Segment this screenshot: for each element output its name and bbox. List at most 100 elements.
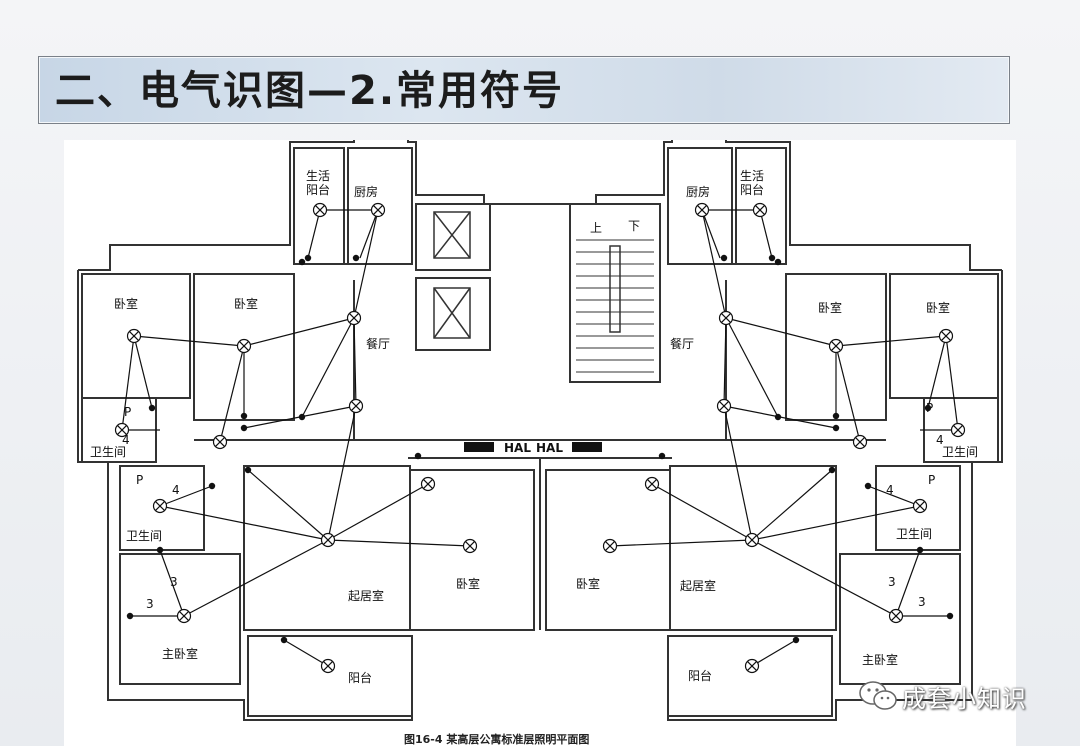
label-stair-up: 上 xyxy=(590,221,602,235)
switch-dot xyxy=(244,466,252,474)
core xyxy=(408,203,672,630)
lighting-floor-plan: 卧室 卧室 餐厅 厨房 生活 阳台 卫生间 卫生间 主卧室 起居室 阳台 卧室 … xyxy=(77,140,1003,721)
label-service-balcony-left-1: 生活 xyxy=(306,169,330,183)
lamp-symbol xyxy=(320,658,336,674)
bedroom-2-wall xyxy=(193,273,295,421)
switch-dot xyxy=(924,404,932,412)
switch-dot xyxy=(148,404,156,412)
floor-plan-frame: 卧室 卧室 餐厅 厨房 生活 阳台 卫生间 卫生间 主卧室 起居室 阳台 卧室 … xyxy=(64,140,1016,746)
lamp-symbol xyxy=(744,532,760,548)
lamp-symbol xyxy=(602,538,618,554)
switch-dot xyxy=(916,546,924,554)
label-bedroom-4: 卧室 xyxy=(926,300,950,315)
label-panel-right-top: P xyxy=(926,401,933,415)
label-bathroom-right-top: 卫生间 xyxy=(942,445,978,459)
lamp-symbol xyxy=(348,398,364,414)
label-living-left: 起居室 xyxy=(348,588,384,603)
switch-dot xyxy=(156,546,164,554)
label-wires-4-d: 4 xyxy=(936,433,944,447)
label-balcony-right: 阳台 xyxy=(688,668,712,683)
bedroom-mid-left-wall xyxy=(409,469,535,631)
label-dining-left: 餐厅 xyxy=(366,336,390,351)
label-panel-right-mid: P xyxy=(928,473,935,487)
lamp-symbol xyxy=(718,310,734,326)
lamp-symbol xyxy=(176,608,192,624)
switch-dot xyxy=(720,254,728,262)
title-banner: 二、电气识图—2.常用符号 xyxy=(38,56,1010,124)
wechat-icon xyxy=(859,681,897,710)
living-left-wall xyxy=(243,465,411,631)
label-master-bedroom-left: 主卧室 xyxy=(162,646,198,661)
lamp-symbol xyxy=(212,434,228,450)
switch-dot xyxy=(240,412,248,420)
lamp-symbol xyxy=(644,476,660,492)
lamp-symbol xyxy=(888,608,904,624)
lamp-symbol xyxy=(912,498,928,514)
label-wires-3-d: 3 xyxy=(918,595,926,609)
label-service-balcony-left-2: 阳台 xyxy=(306,182,330,197)
label-bedroom-2: 卧室 xyxy=(234,296,258,311)
outer-wall-left xyxy=(78,140,584,271)
switch-dot xyxy=(352,254,360,262)
lamp-symbol xyxy=(828,338,844,354)
lamps-right xyxy=(602,202,966,674)
lamp-symbol xyxy=(852,434,868,450)
label-panel-left-mid: P xyxy=(136,473,143,487)
label-service-balcony-right-1: 生活 xyxy=(740,169,764,183)
label-wires-4-a: 4 xyxy=(122,433,130,447)
switch-dot xyxy=(208,482,216,490)
label-living-right: 起居室 xyxy=(680,578,716,593)
lamp-symbol xyxy=(462,538,478,554)
label-wires-3-a: 3 xyxy=(170,575,178,589)
lamp-symbol xyxy=(320,532,336,548)
lamp-symbol xyxy=(716,398,732,414)
label-hal-left: HAL xyxy=(504,441,531,455)
switch-dot xyxy=(832,424,840,432)
label-stair-down: 下 xyxy=(628,219,640,233)
switch-dot xyxy=(828,466,836,474)
label-kitchen-right: 厨房 xyxy=(686,184,710,199)
label-bedroom-3: 卧室 xyxy=(818,300,842,315)
switch-dot xyxy=(774,258,782,266)
label-wires-4-c: 4 xyxy=(886,483,894,497)
wiring-left xyxy=(121,209,471,667)
label-dining-right: 餐厅 xyxy=(670,336,694,351)
switch-dot xyxy=(280,636,288,644)
label-bedroom-1: 卧室 xyxy=(114,296,138,311)
walls-left xyxy=(77,140,584,721)
hal-box-right xyxy=(572,442,602,452)
switch-dot xyxy=(946,612,954,620)
label-bathroom-right-mid: 卫生间 xyxy=(896,527,932,541)
lamp-symbol xyxy=(744,658,760,674)
label-wires-4-b: 4 xyxy=(172,483,180,497)
lamp-symbol xyxy=(126,328,142,344)
elevator-shaft-1 xyxy=(415,203,491,271)
hal-box-left xyxy=(464,442,494,452)
elevator-shaft-2 xyxy=(415,277,491,351)
switch-dot xyxy=(864,482,872,490)
lamp-symbol xyxy=(312,202,328,218)
label-master-bedroom-right: 主卧室 xyxy=(862,652,898,667)
label-bedroom-mid-right: 卧室 xyxy=(576,576,600,591)
slide-title: 二、电气识图—2.常用符号 xyxy=(55,68,565,114)
lamp-symbol xyxy=(950,422,966,438)
label-wires-3-c: 3 xyxy=(888,575,896,589)
label-panel-left-top: P xyxy=(124,405,131,419)
watermark-text: 成套小知识 xyxy=(902,684,1027,713)
master-bed-wall xyxy=(119,553,241,685)
figure-caption: 图16-4 某高层公寓标准层照明平面图 xyxy=(404,733,590,746)
lamp-symbol xyxy=(752,202,768,218)
label-hal-right: HAL xyxy=(536,441,563,455)
switch-dot xyxy=(304,254,312,262)
lamp-symbol xyxy=(346,310,362,326)
switches-right xyxy=(658,254,954,644)
switch-dot xyxy=(658,452,666,460)
label-service-balcony-right-2: 阳台 xyxy=(740,182,764,197)
stair-treads xyxy=(576,239,654,373)
balcony-left-wall xyxy=(247,635,413,717)
label-balcony-left: 阳台 xyxy=(348,670,372,685)
switch-dot xyxy=(240,424,248,432)
lamps-left xyxy=(114,202,478,674)
switch-dot xyxy=(126,612,134,620)
switch-dot xyxy=(774,413,782,421)
